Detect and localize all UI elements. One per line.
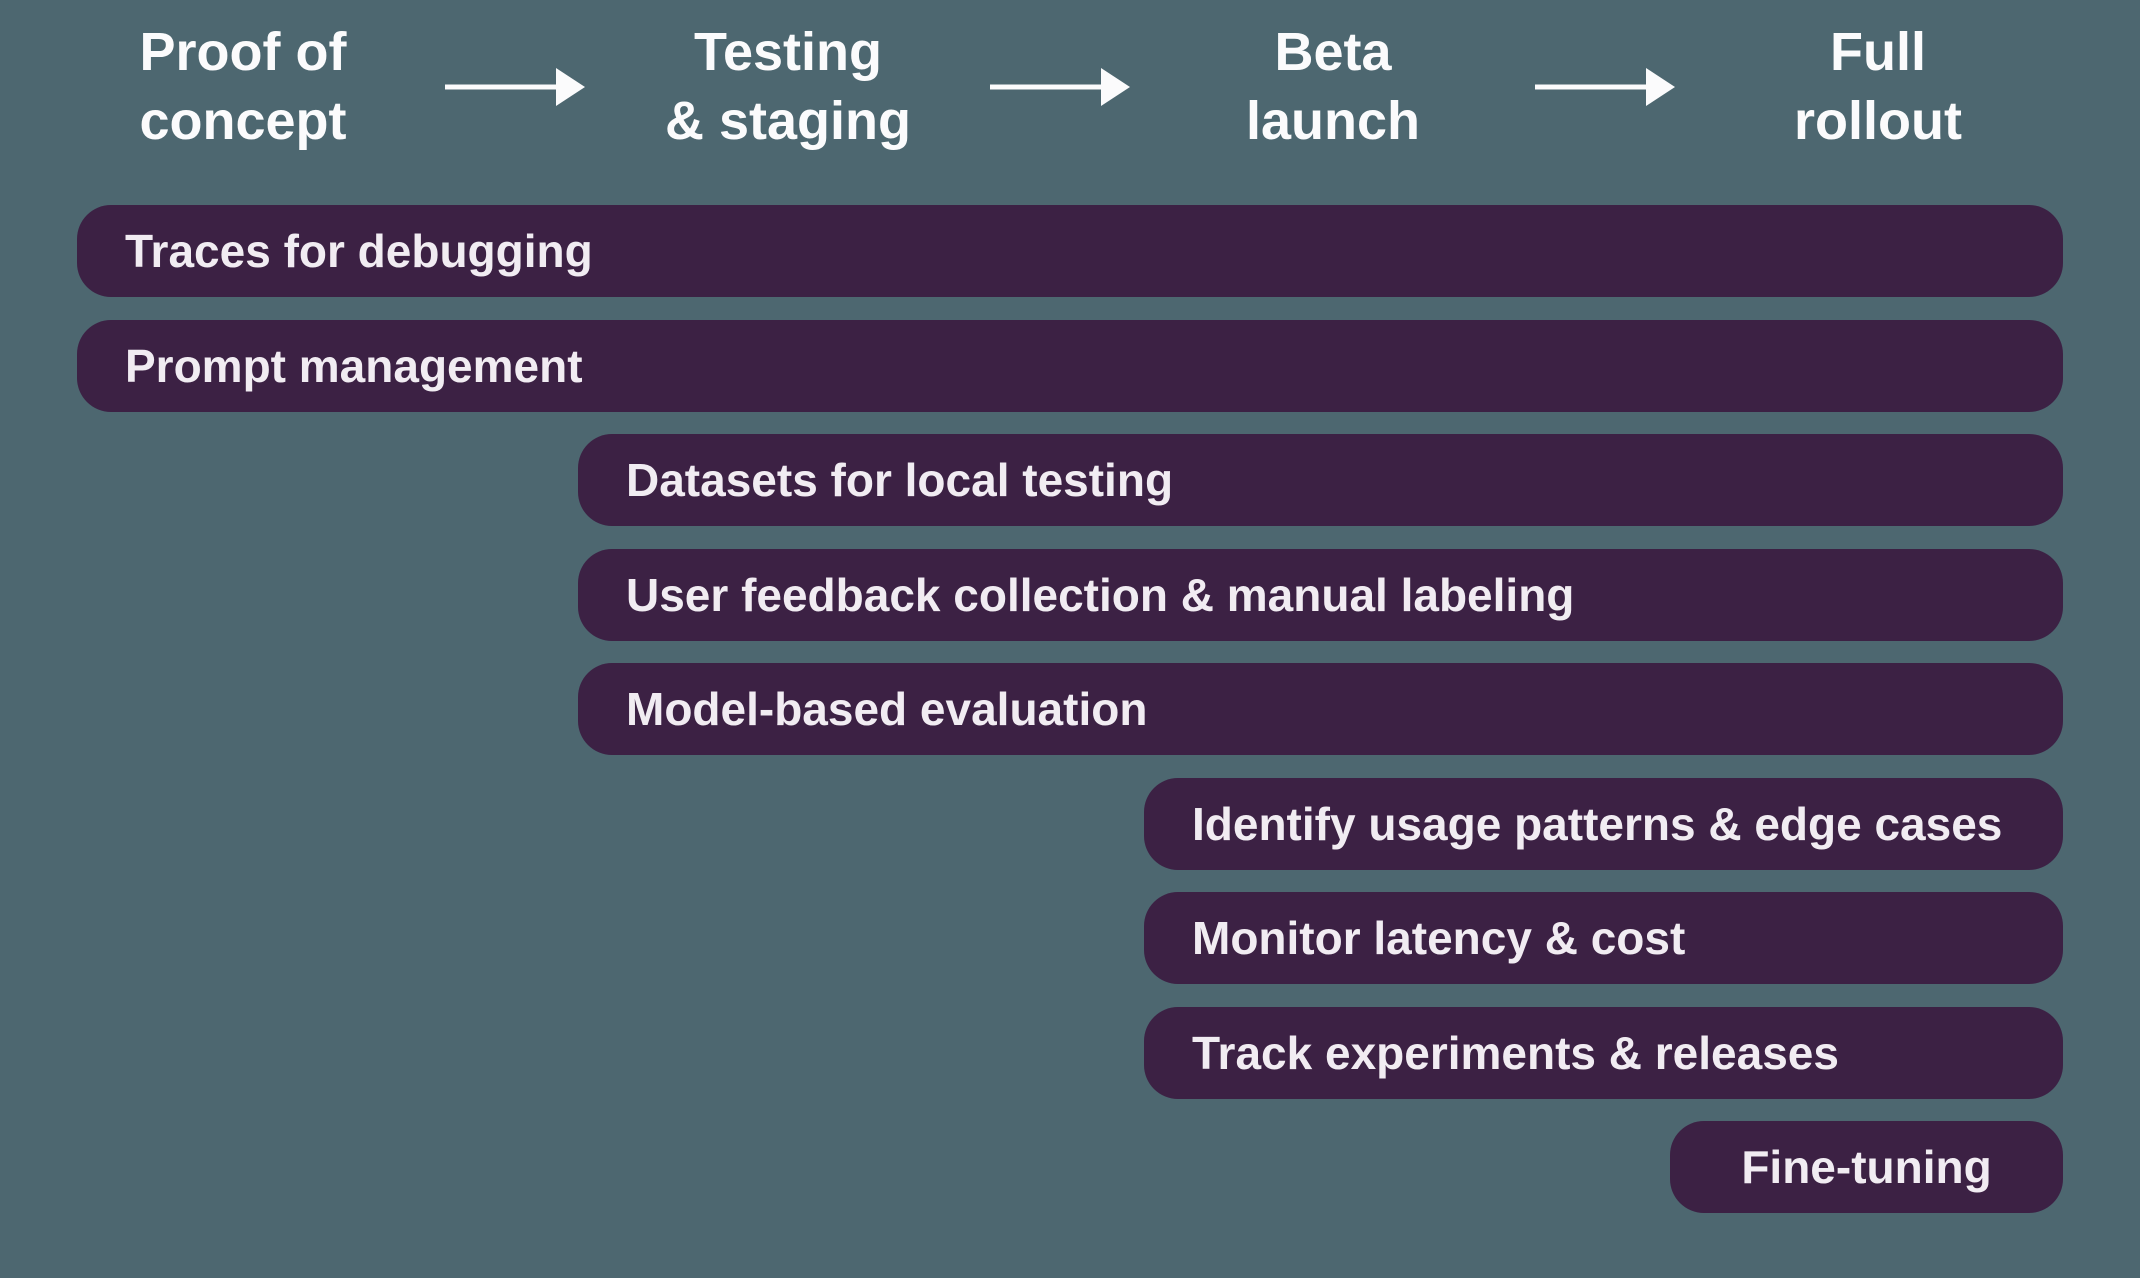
- stage-label-line1: Testing: [694, 22, 882, 82]
- stage-label-line2: concept: [139, 91, 347, 151]
- bar-label: Traces for debugging: [125, 225, 593, 277]
- stage-label-line2: rollout: [1794, 91, 1962, 151]
- stage-label-line2: launch: [1245, 91, 1421, 151]
- bar-datasets-for-local-testing: Datasets for local testing: [578, 434, 2063, 526]
- bar-identify-usage-patterns: Identify usage patterns & edge cases: [1144, 778, 2063, 870]
- bar-track-experiments-releases: Track experiments & releases: [1144, 1007, 2063, 1099]
- bar-label: Track experiments & releases: [1192, 1027, 1839, 1079]
- stage-label-line1: Proof of: [139, 22, 347, 82]
- stage-proof-of-concept: Proof of concept: [23, 18, 463, 156]
- bar-traces-for-debugging: Traces for debugging: [77, 205, 2063, 297]
- bar-label: Prompt management: [125, 340, 583, 392]
- bar-monitor-latency-cost: Monitor latency & cost: [1144, 892, 2063, 984]
- stage-label-line2: & staging: [664, 91, 911, 151]
- stage-label-line1: Full: [1830, 22, 1926, 82]
- stage-beta-launch: Beta launch: [1113, 18, 1553, 156]
- bar-label: Monitor latency & cost: [1192, 912, 1686, 964]
- stage-full-rollout: Full rollout: [1658, 18, 2098, 156]
- stage-label-line1: Beta: [1274, 22, 1392, 82]
- bar-label: Model-based evaluation: [626, 683, 1148, 735]
- bar-label: Fine-tuning: [1741, 1141, 1992, 1193]
- right-arrow-icon: [1535, 68, 1675, 106]
- bar-label: Datasets for local testing: [626, 454, 1174, 506]
- bar-label: Identify usage patterns & edge cases: [1192, 798, 2003, 850]
- bar-user-feedback-collection: User feedback collection & manual labeli…: [578, 549, 2063, 641]
- stage-testing-staging: Testing & staging: [568, 18, 1008, 156]
- right-arrow-icon: [990, 68, 1130, 106]
- right-arrow-icon: [445, 68, 585, 106]
- bar-fine-tuning: Fine-tuning: [1670, 1121, 2063, 1213]
- bar-label: User feedback collection & manual labeli…: [626, 569, 1575, 621]
- bar-prompt-management: Prompt management: [77, 320, 2063, 412]
- bar-model-based-evaluation: Model-based evaluation: [578, 663, 2063, 755]
